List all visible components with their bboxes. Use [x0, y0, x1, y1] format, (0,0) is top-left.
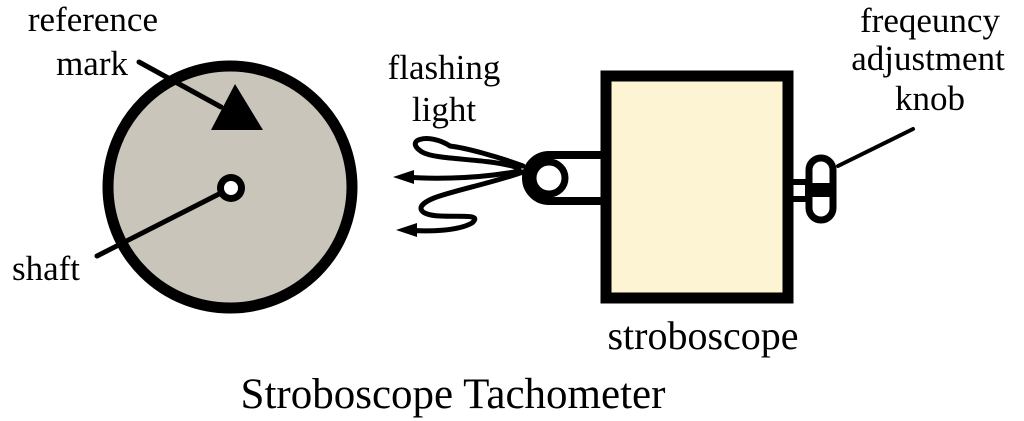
flashing-light-label-line2: light [412, 90, 476, 129]
stroboscope-body [600, 70, 794, 304]
knob-leader-line [836, 127, 915, 168]
reference-mark-label-line2: mark [56, 44, 128, 83]
reference-mark-icon [211, 84, 263, 130]
flashing-light-label-line1: flashing [388, 48, 501, 87]
flash-lamp-bulb [529, 158, 569, 198]
frequency-knob-label-line1: freqeuncy [860, 1, 1000, 40]
frequency-knob-label-line3: knob [895, 79, 965, 118]
reference-mark-label-line1: reference [28, 0, 158, 39]
shaft-leader-line [94, 191, 222, 259]
frequency-knob-label-line2: adjustment [851, 39, 1005, 78]
light-wave-arrow-top [401, 136, 526, 181]
reference-mark-leader-line [136, 59, 224, 110]
light-wave-arrowhead-bottom [396, 223, 417, 237]
adjustment-knob-band [805, 183, 836, 197]
light-wave-arrowhead-top [393, 170, 414, 184]
shaft-hub-inner [224, 181, 238, 195]
diagram-title: Stroboscope Tachometer [241, 371, 666, 418]
stroboscope-label: stroboscope [607, 313, 798, 358]
shaft-label: shaft [12, 249, 80, 288]
light-wave-arrow-bottom [403, 169, 526, 234]
